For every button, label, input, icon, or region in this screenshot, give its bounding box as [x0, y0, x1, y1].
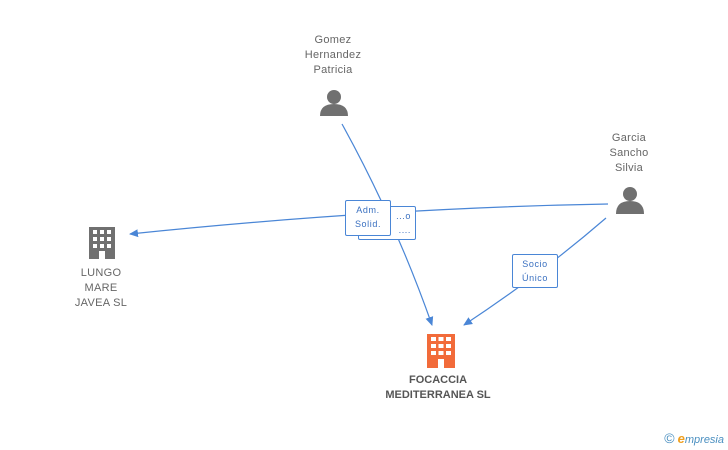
- footer-watermark: © empresia: [664, 430, 724, 446]
- building-icon[interactable]: [89, 227, 115, 259]
- brand-logo-text: mpresia: [684, 434, 724, 446]
- node-label-line: MEDITERRANEA SL: [385, 389, 491, 401]
- building-icon-focus[interactable]: [427, 334, 455, 368]
- person-icon[interactable]: [616, 187, 644, 214]
- node-label-line: Sancho: [609, 147, 649, 159]
- copyright-symbol: ©: [664, 430, 675, 446]
- node-label-lungo[interactable]: LUNGO MARE JAVEA SL: [60, 266, 142, 311]
- node-label-line: MARE: [84, 282, 118, 294]
- node-label-line: Garcia: [611, 132, 647, 144]
- edge-label-line: Adm.: [356, 205, 380, 215]
- brand-logo-e: e: [677, 431, 685, 446]
- node-label-line: Gomez: [314, 34, 352, 46]
- person-icon[interactable]: [320, 90, 348, 116]
- edge-label-line: Socio: [522, 259, 548, 269]
- node-label-line: Hernandez: [304, 49, 362, 61]
- edge-label-line: Único: [521, 273, 548, 283]
- edge-label-adm-solid[interactable]: Adm. Solid.: [345, 200, 391, 236]
- edge-label-socio-unico[interactable]: Socio Único: [512, 254, 558, 288]
- node-label-line: LUNGO: [80, 267, 122, 279]
- node-label-line: Silvia: [614, 162, 644, 174]
- node-label-focaccia[interactable]: FOCACCIA MEDITERRANEA SL: [368, 373, 508, 403]
- node-label-line: FOCACCIA: [408, 374, 468, 386]
- edge-label-line: ....: [398, 225, 411, 235]
- node-label-line: JAVEA SL: [74, 297, 128, 309]
- node-label-garcia[interactable]: Garcia Sancho Silvia: [590, 131, 668, 176]
- node-label-line: Patricia: [313, 64, 353, 76]
- node-label-gomez[interactable]: Gomez Hernandez Patricia: [290, 33, 376, 78]
- edge-label-line: ...o: [396, 211, 411, 221]
- edge-label-line: Solid.: [354, 219, 382, 229]
